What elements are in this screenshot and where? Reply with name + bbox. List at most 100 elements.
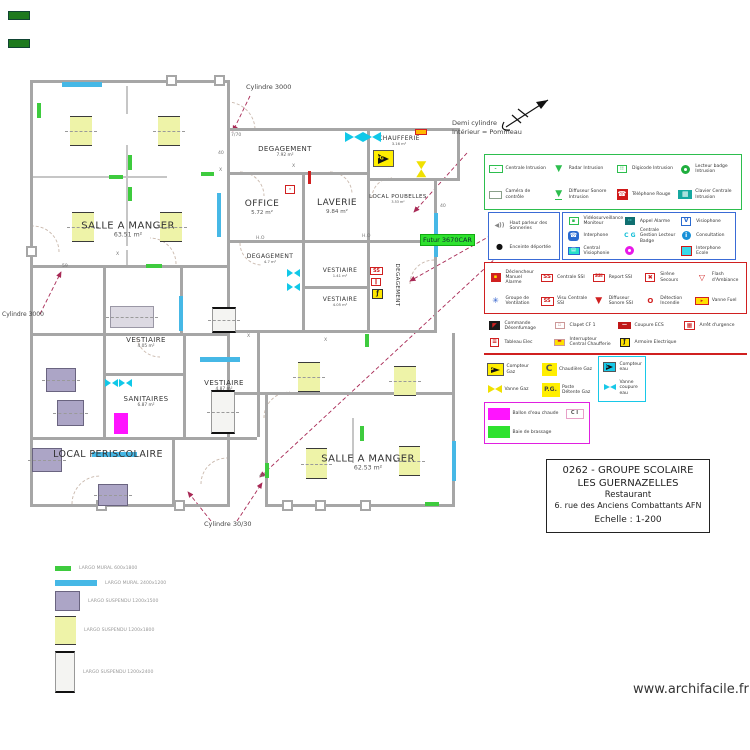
- bowtie-left-triangle: [105, 379, 111, 387]
- legend-item-icon: V: [679, 216, 694, 226]
- wall-segment: [457, 128, 460, 181]
- partition-line: [126, 250, 128, 265]
- icon-glyph: ··: [627, 217, 632, 224]
- icon-box: [488, 426, 510, 439]
- panel-legend-swatch: [55, 591, 80, 611]
- icon-glyph: ≡: [491, 338, 498, 346]
- bowtie-left-triangle: [287, 269, 293, 277]
- legend-item-intrusion: ▼Radar Intrusion: [551, 164, 611, 174]
- door-swing-arc: [200, 457, 228, 485]
- legend-item-elec: ≡Tableau Elec: [487, 337, 549, 347]
- wall-pillar: [360, 500, 371, 511]
- wall-segment: [227, 240, 367, 243]
- room-name: DEGAGEMENT: [258, 144, 312, 153]
- legend-item-elec: —Coupure ECS: [617, 321, 679, 331]
- room-name: CHAUFFERIE: [378, 134, 420, 142]
- legend-item-icon: SSI: [591, 273, 606, 282]
- legend-intrusion: -Centrale Intrusion▼Radar Intrusion ∷ Digi…: [484, 154, 742, 210]
- flag-letter: G: [490, 366, 494, 372]
- dimension-text: X: [219, 168, 223, 173]
- panel-legend-label: LARGO SUSPENDU 1200x1500: [88, 598, 159, 604]
- icon-box: ƒ: [372, 289, 383, 299]
- icon-glyph: ▸: [700, 297, 704, 304]
- legend-item-ssi: ✖Sirène Secours: [643, 270, 692, 286]
- icon-box: -: [488, 165, 503, 174]
- legend-item-label: Clavier Centrale Intrusion: [695, 189, 732, 200]
- legend-item-icon: -: [488, 165, 503, 174]
- legend-item-gaz: Vanne Gaz: [487, 383, 539, 397]
- valve-bowtie-icon: [363, 132, 381, 144]
- legend-item-label: Arrêt d'urgence: [699, 323, 735, 329]
- icon-box: SS: [541, 273, 554, 282]
- wall-pillar: [214, 75, 225, 86]
- panel-yellow: [394, 446, 425, 476]
- icon-box: ‖: [371, 278, 381, 286]
- wall-segment: [30, 333, 230, 336]
- building-name: Restaurant: [604, 490, 652, 500]
- legend-item-label: Digicode Intrusion: [632, 166, 673, 172]
- wall-pillar: [26, 246, 37, 257]
- legend-item-icon: ··: [622, 217, 637, 226]
- panel-darkgreen: [8, 11, 30, 20]
- panel-green: [109, 175, 123, 179]
- annotation-label: Cylindre 3000: [2, 311, 44, 318]
- door-swing-arc: [409, 259, 435, 285]
- legend-item-label: Armoire Electrique: [634, 339, 677, 345]
- valve-bowtie-icon: [105, 379, 118, 388]
- panel-hanger-line: [153, 131, 185, 132]
- icon-box: SS: [540, 296, 554, 306]
- valve-bowtie-icon: [345, 132, 363, 144]
- icon-glyph: ƒ: [376, 290, 379, 297]
- icon-glyph: SS: [373, 267, 380, 274]
- scale-label: Echelle : 1-200: [594, 515, 662, 526]
- annotation-arrow: [236, 482, 263, 522]
- panel-green: [360, 426, 364, 441]
- valve-bowtie-icon: [287, 283, 300, 292]
- room-area: 62.53 m²: [353, 464, 383, 472]
- icon-box: ☎: [616, 189, 628, 201]
- icon-glyph: C I: [570, 410, 579, 417]
- panel-legend-row: LARGO SUSPENDU 1200x1500: [55, 591, 158, 611]
- legend-item-intrusion: -Centrale Intrusion: [488, 164, 548, 174]
- project-number-name: 0262 - GROUPE SCOLAIRE: [562, 465, 694, 476]
- panel-magenta: [114, 413, 128, 434]
- legend-item-label: Téléphone Rouge: [632, 191, 671, 197]
- bowtie-right-triangle: [372, 132, 381, 142]
- icon-O: O: [647, 297, 653, 305]
- archifacile-watermark: www.archifacile.fr: [633, 682, 749, 697]
- icon-glyph: ▼: [555, 163, 563, 174]
- panel-yellow: [155, 212, 187, 242]
- icon-box: ∷: [617, 165, 627, 174]
- legend-item-icon: C I: [565, 408, 584, 419]
- icon-box: ·: [285, 185, 295, 194]
- room-name: DEGAGEMENT: [393, 263, 400, 307]
- icon-glyph: ●: [496, 242, 503, 252]
- wall-segment: [437, 178, 460, 181]
- room-area: 1.41 m²: [332, 274, 348, 279]
- room-name: SANITAIRES: [123, 394, 169, 403]
- legend-item-icon: [488, 426, 510, 439]
- partition-line: [33, 176, 95, 178]
- icon-glyph: ·: [288, 185, 292, 193]
- room-area: 5.72 m²: [251, 209, 273, 216]
- icon-box: [488, 407, 510, 420]
- annotation-label: Intérieur = Pommeau: [452, 128, 522, 136]
- wall-pillar: [166, 75, 177, 86]
- legend-item-label: Diffuseur Sonore Intrusion: [568, 189, 607, 200]
- legend-item-label: Compteur Gaz: [506, 364, 529, 375]
- valve-bowtie-icon: [119, 379, 132, 388]
- panel-yellow: [293, 362, 325, 392]
- legend-item-label: Enceinte déportée: [509, 244, 551, 250]
- legend-item-icon: ▸: [694, 297, 709, 306]
- legend-item-icon: ▼: [591, 296, 606, 306]
- legend-item-ssi: ▼Diffuseur Sonore SSI: [591, 296, 640, 306]
- room-area: 4.7 m²: [263, 260, 277, 265]
